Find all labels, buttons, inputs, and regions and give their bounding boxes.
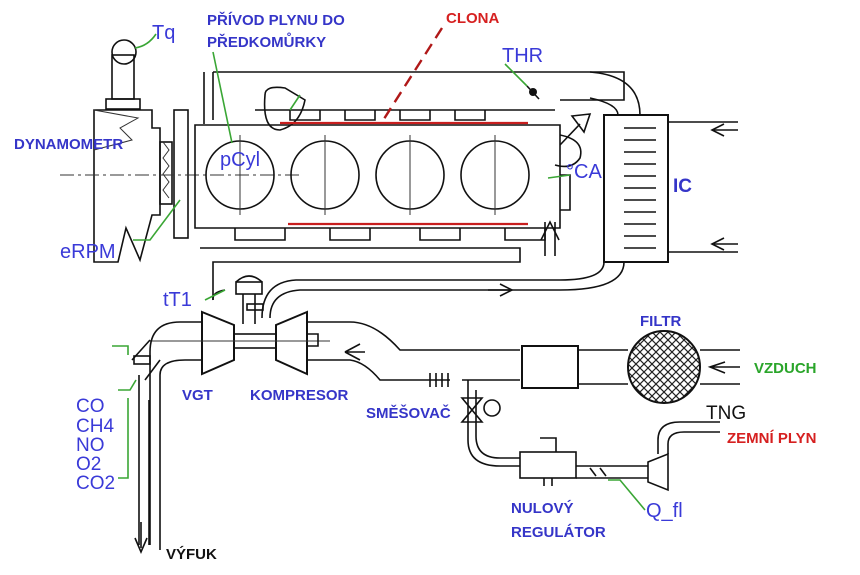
cylinder-3 <box>375 135 445 215</box>
leader-lines <box>112 33 646 511</box>
cylinder-2 <box>290 135 360 215</box>
sensor-tq: Tq <box>152 22 175 44</box>
emission-co2: CO2 <box>76 473 115 494</box>
clona-orifice <box>280 27 528 226</box>
vyfuk-label: VÝFUK <box>166 545 217 563</box>
smesovac-label: SMĚŠOVAČ <box>366 404 451 422</box>
sensor-pcyl: pCyl <box>220 149 260 171</box>
sensor-tt1: tT1 <box>163 289 192 311</box>
cylinder-4 <box>460 135 530 215</box>
exhaust-pipes <box>131 321 202 555</box>
vzduch-label: VZDUCH <box>754 360 817 377</box>
zemni-plyn-label: ZEMNÍ PLYN <box>727 430 816 447</box>
emission-ch4: CH4 <box>76 416 114 437</box>
engine-block <box>194 71 625 300</box>
mixer-and-gas-line <box>460 380 720 492</box>
privod-label-line2: PŘEDKOMŮRKY <box>207 32 326 51</box>
kompresor-label: KOMPRESOR <box>250 387 349 404</box>
dynamometr-label: DYNAMOMETR <box>14 136 123 153</box>
emission-list: CO CH4 NO O2 CO2 <box>76 396 115 494</box>
nulovy-label-line2: REGULÁTOR <box>511 524 606 541</box>
sensor-erpm: eRPM <box>60 241 116 263</box>
emission-co: CO <box>76 396 105 417</box>
filtr-label: FILTR <box>640 313 682 330</box>
intake-pipes <box>307 321 740 389</box>
emission-o2: O2 <box>76 454 101 475</box>
sensor-q-fl: Q_fl <box>646 500 683 522</box>
clona-label: CLONA <box>446 10 499 27</box>
cylinder-1 <box>205 135 275 215</box>
nulovy-label-line1: NULOVÝ <box>511 499 574 517</box>
intercooler <box>261 71 738 319</box>
air-filter <box>627 330 701 404</box>
turbocharger <box>150 275 330 376</box>
dynamometer <box>60 39 300 263</box>
sensor-thr: THR <box>502 45 543 67</box>
throttle-valve <box>526 85 540 100</box>
emission-no: NO <box>76 435 105 456</box>
privod-label-line1: PŘÍVOD PLYNU DO <box>207 11 345 29</box>
sensor-ca: °CA <box>566 161 602 183</box>
ic-label: IC <box>673 176 692 197</box>
sensor-tng: TNG <box>706 403 746 424</box>
vgt-label: VGT <box>182 387 213 404</box>
